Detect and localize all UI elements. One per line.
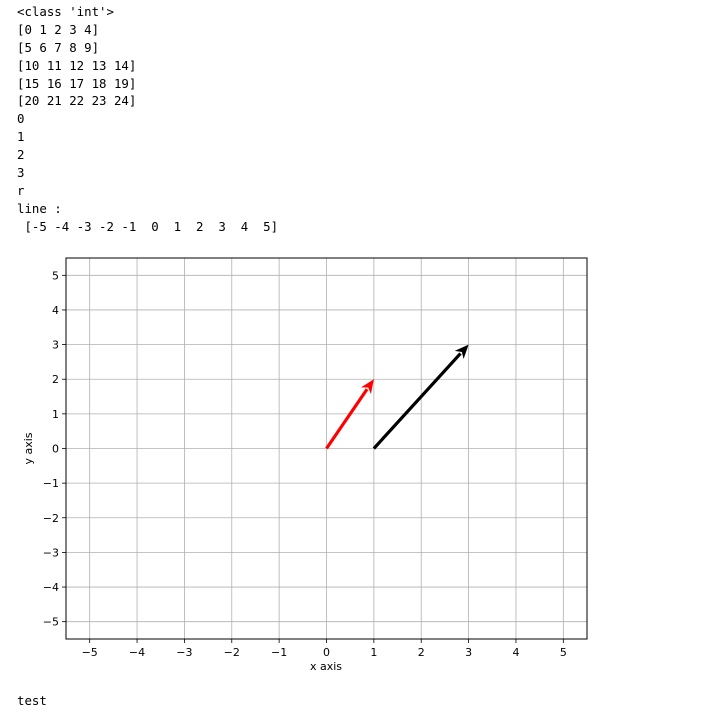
arrow-layer [325,344,469,450]
vector-arrow-head [361,379,374,395]
output-line: [5 6 7 8 9] [17,39,100,55]
x-tick-label: 0 [323,646,330,659]
y-tick-label: −4 [43,581,59,594]
vector-arrow-shaft [372,352,462,450]
vector-arrow [372,344,469,450]
output-line: 0 [17,111,25,127]
vector-plot-svg: −5 −4 −3 −2 −1 0 1 2 3 4 5 −5 −4 −3 −2 −1 0 1 2 3 4 5 x axis… [22,257,588,673]
y-tick-label: 5 [52,269,59,282]
x-tick-label: 5 [560,646,567,659]
plot-grid [66,258,587,639]
output-line: line : [17,200,62,216]
y-tick-label: −1 [43,477,59,490]
y-tick-label: 2 [52,373,59,386]
y-tick-label: −2 [43,512,59,525]
x-tick-label: 4 [512,646,519,659]
x-tick-label: 2 [418,646,425,659]
output-line: 1 [17,129,25,145]
x-tick-label: 1 [370,646,377,659]
output-line: [15 16 17 18 19] [17,75,137,91]
x-axis-ticks: −5 −4 −3 −2 −1 0 1 2 3 4 5 [82,639,567,659]
output-line: <class 'int'> [17,4,114,19]
y-tick-label: 4 [52,304,59,317]
x-axis-label: x axis [310,660,342,673]
x-tick-label: −2 [224,646,240,659]
output-line: r [17,182,25,198]
output-line: 3 [17,165,25,181]
output-line: [10 11 12 13 14] [17,57,137,73]
y-tick-label: 0 [52,443,59,456]
x-tick-label: 3 [465,646,472,659]
y-tick-label: 3 [52,339,59,352]
footer-text: test [17,693,47,708]
x-tick-label: −4 [129,646,145,659]
output-line: [-5 -4 -3 -2 -1 0 1 2 3 4 5] [17,218,279,234]
y-tick-label: −3 [43,546,59,559]
vector-plot: −5 −4 −3 −2 −1 0 1 2 3 4 5 −5 −4 −3 −2 −1 0 1 2 3 4 5 x axis… [0,245,620,680]
x-tick-label: −1 [271,646,287,659]
y-tick-label: −5 [43,616,59,629]
vector-arrow-head [454,344,469,359]
vector-arrow-shaft [325,388,369,450]
vector-arrow [325,379,374,450]
y-axis-label: y axis [22,432,35,464]
x-tick-label: −3 [176,646,192,659]
output-line: [0 1 2 3 4] [17,21,100,37]
output-line: 2 [17,147,25,163]
output-line: [20 21 22 23 24] [17,93,137,109]
y-tick-label: 1 [52,408,59,421]
x-tick-label: −5 [82,646,98,659]
y-axis-ticks: −5 −4 −3 −2 −1 0 1 2 3 4 5 [43,269,66,629]
console-output: <class 'int'> [0 1 2 3 4] [5 6 7 8 9] [10 1… [17,3,278,236]
